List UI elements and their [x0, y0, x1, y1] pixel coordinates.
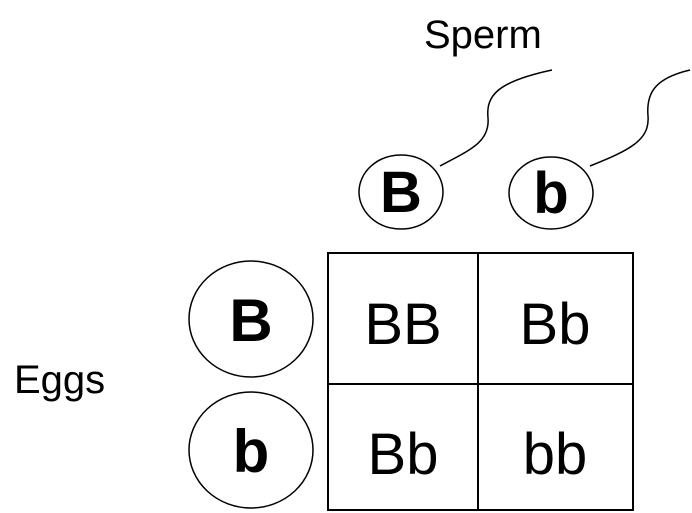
eggs-label: Eggs — [14, 358, 105, 402]
sperm-tail-2 — [589, 69, 691, 167]
sperm-allele-2: b — [508, 156, 594, 230]
sperm-allele-1-label: B — [380, 160, 422, 225]
punnett-grid — [327, 252, 634, 511]
cell-Bb-top: Bb — [520, 292, 591, 357]
sperm-allele-1: B — [358, 154, 444, 230]
egg-allele-1-label: B — [229, 287, 272, 354]
cell-bb: bb — [523, 422, 588, 487]
cell-Bb-bottom: Bb — [368, 422, 439, 487]
egg-allele-1: B — [188, 260, 314, 378]
sperm-label: Sperm — [424, 13, 542, 57]
sperm-tail-1 — [439, 69, 553, 167]
egg-allele-2-label: b — [233, 418, 270, 485]
egg-allele-2: b — [188, 391, 314, 509]
sperm-allele-2-label: b — [533, 161, 568, 226]
cell-BB: BB — [364, 292, 441, 357]
